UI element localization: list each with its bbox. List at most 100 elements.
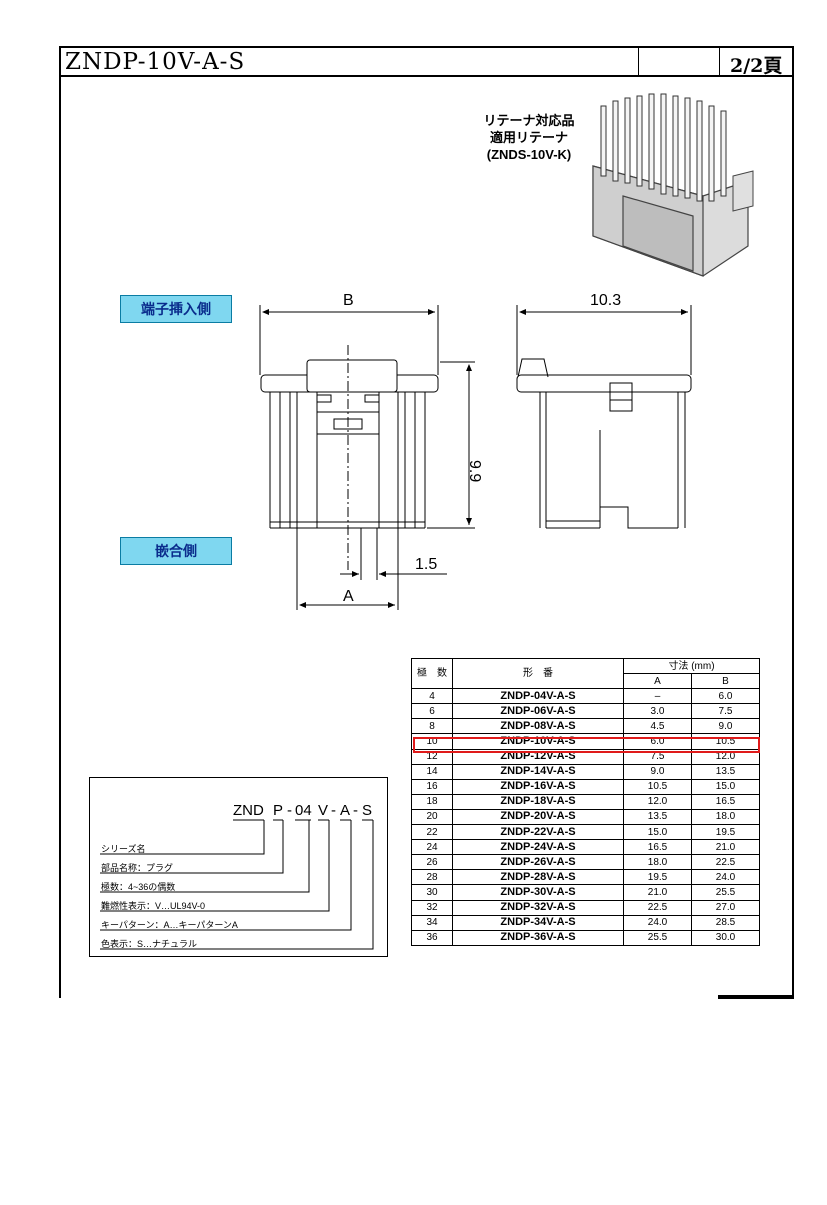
code-zn: ZND: [233, 802, 264, 819]
frame-right-border: [792, 77, 794, 998]
front-view-drawing: B 9.9 1.5 A: [259, 292, 483, 610]
legend-series: シリーズ名: [101, 844, 146, 854]
cell-poles: 18: [411, 793, 453, 810]
dim-label-height: 9.9: [466, 460, 483, 482]
cell-part: ZNDP-30V-A-S: [452, 884, 624, 901]
dim-label-b: B: [343, 292, 354, 309]
cell-b: 24.0: [691, 869, 760, 886]
retainer-note: リテーナ対応品 適用リテーナ (ZNDS-10V-K): [470, 112, 588, 163]
cell-part: ZNDP-34V-A-S: [452, 914, 624, 931]
cell-poles: 28: [411, 869, 453, 886]
cell-a: 12.0: [623, 793, 692, 810]
dim-label-a: A: [343, 588, 354, 605]
insertion-side-tag: 端子挿入側: [120, 295, 232, 323]
cell-part: ZNDP-06V-A-S: [452, 703, 624, 720]
col-header-b: B: [691, 673, 760, 690]
col-header-a: A: [623, 673, 692, 690]
document-title: ZNDP-10V-A-S: [65, 49, 246, 75]
cell-poles: 20: [411, 808, 453, 826]
cell-a: 16.5: [623, 839, 692, 856]
retainer-note-line1: リテーナ対応品: [483, 113, 575, 128]
cell-a: 25.5: [623, 929, 692, 946]
cell-a: 15.0: [623, 824, 692, 841]
legend-color: 色表示：S…ナチュラル: [101, 939, 198, 949]
cell-a: –: [623, 688, 692, 705]
code-a: A: [340, 802, 350, 819]
part-code-legend: ZND P - 04 V - A - S シリーズ名 部品名称：プラグ 極数：4…: [89, 777, 388, 957]
code-dash1: -: [287, 802, 292, 819]
page-number: 2/2頁: [730, 55, 783, 77]
code-dash2: -: [331, 802, 336, 819]
cell-a: 18.0: [623, 854, 692, 871]
cell-b: 22.5: [691, 854, 760, 871]
cell-a: 6.0: [623, 733, 692, 750]
frame-footer-mark: [718, 995, 794, 999]
dim-label-width: 10.3: [590, 292, 621, 309]
cell-poles: 8: [411, 718, 453, 735]
cell-part: ZNDP-12V-A-S: [452, 748, 624, 765]
frame-left-border: [59, 77, 61, 998]
cell-a: 22.5: [623, 899, 692, 916]
code-s: S: [362, 802, 372, 819]
cell-part: ZNDP-10V-A-S: [452, 733, 624, 750]
cell-poles: 24: [411, 839, 453, 856]
cell-b: 13.5: [691, 763, 760, 780]
code-v: V: [318, 802, 328, 819]
cell-part: ZNDP-18V-A-S: [452, 793, 624, 810]
code-dash3: -: [353, 802, 358, 819]
cell-b: 18.0: [691, 808, 760, 826]
cell-b: 10.5: [691, 733, 760, 750]
cell-poles: 34: [411, 914, 453, 931]
cell-a: 24.0: [623, 914, 692, 931]
cell-a: 13.5: [623, 808, 692, 826]
col-header-dim: 寸法 (mm): [623, 657, 760, 675]
cell-part: ZNDP-08V-A-S: [452, 718, 624, 735]
cell-b: 6.0: [691, 688, 760, 705]
cell-part: ZNDP-32V-A-S: [452, 899, 624, 916]
col-header-part: 形 番: [452, 657, 624, 690]
cell-part: ZNDP-20V-A-S: [452, 808, 624, 826]
cell-poles: 4: [411, 688, 453, 705]
cell-a: 10.5: [623, 778, 692, 795]
cell-b: 30.0: [691, 929, 760, 946]
cell-a: 9.0: [623, 763, 692, 780]
legend-part-name: 部品名称：プラグ: [101, 863, 174, 873]
cell-b: 28.5: [691, 914, 760, 931]
mating-side-tag: 嵌合側: [120, 537, 232, 565]
cell-b: 15.0: [691, 778, 760, 795]
cell-part: ZNDP-26V-A-S: [452, 854, 624, 871]
cell-poles: 16: [411, 778, 453, 795]
code-04: 04: [295, 802, 312, 819]
legend-flammability: 難燃性表示：V…UL94V-0: [101, 901, 206, 911]
title-block: ZNDP-10V-A-S 2/2頁: [59, 46, 794, 77]
legend-poles: 極数：4~36の偶数: [101, 882, 176, 892]
cell-poles: 32: [411, 899, 453, 916]
cell-poles: 30: [411, 884, 453, 901]
cell-part: ZNDP-16V-A-S: [452, 778, 624, 795]
cell-b: 9.0: [691, 718, 760, 735]
retainer-note-line3: (ZNDS-10V-K): [486, 147, 572, 162]
cell-poles: 6: [411, 703, 453, 720]
drawing-frame: ZNDP-10V-A-S 2/2頁: [59, 46, 794, 999]
connector-3d-illustration: [592, 93, 754, 277]
col-header-poles: 極 数: [411, 657, 453, 690]
cell-part: ZNDP-04V-A-S: [452, 688, 624, 705]
cell-b: 25.5: [691, 884, 760, 901]
cell-a: 4.5: [623, 718, 692, 735]
cell-poles: 10: [411, 733, 453, 750]
cell-poles: 22: [411, 824, 453, 841]
cell-b: 21.0: [691, 839, 760, 856]
retainer-note-line2: 適用リテーナ: [489, 130, 568, 145]
cell-a: 19.5: [623, 869, 692, 886]
